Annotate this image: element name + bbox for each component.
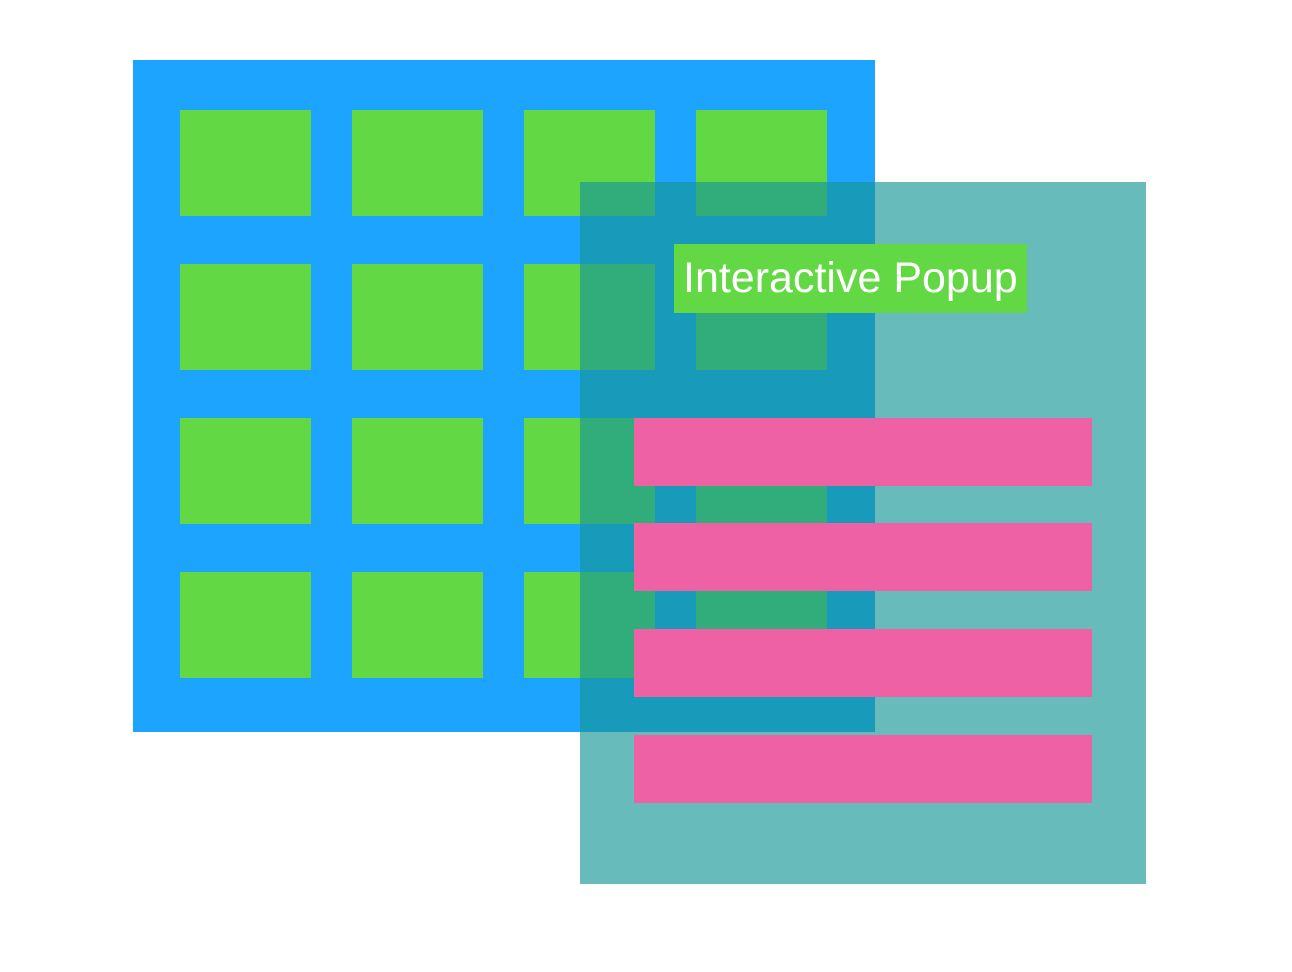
grid-tile[interactable] — [180, 264, 311, 370]
grid-tile[interactable] — [180, 110, 311, 216]
popup-title: Interactive Popup — [674, 244, 1027, 313]
popup-list-item[interactable] — [634, 418, 1092, 486]
popup-list-item[interactable] — [634, 629, 1092, 697]
interactive-popup[interactable]: Interactive Popup — [580, 182, 1146, 884]
grid-tile[interactable] — [352, 110, 483, 216]
popup-list-item[interactable] — [634, 735, 1092, 803]
grid-tile[interactable] — [352, 418, 483, 524]
grid-tile[interactable] — [352, 264, 483, 370]
popup-list-item[interactable] — [634, 523, 1092, 591]
grid-tile[interactable] — [352, 572, 483, 678]
grid-tile[interactable] — [180, 418, 311, 524]
grid-tile[interactable] — [180, 572, 311, 678]
